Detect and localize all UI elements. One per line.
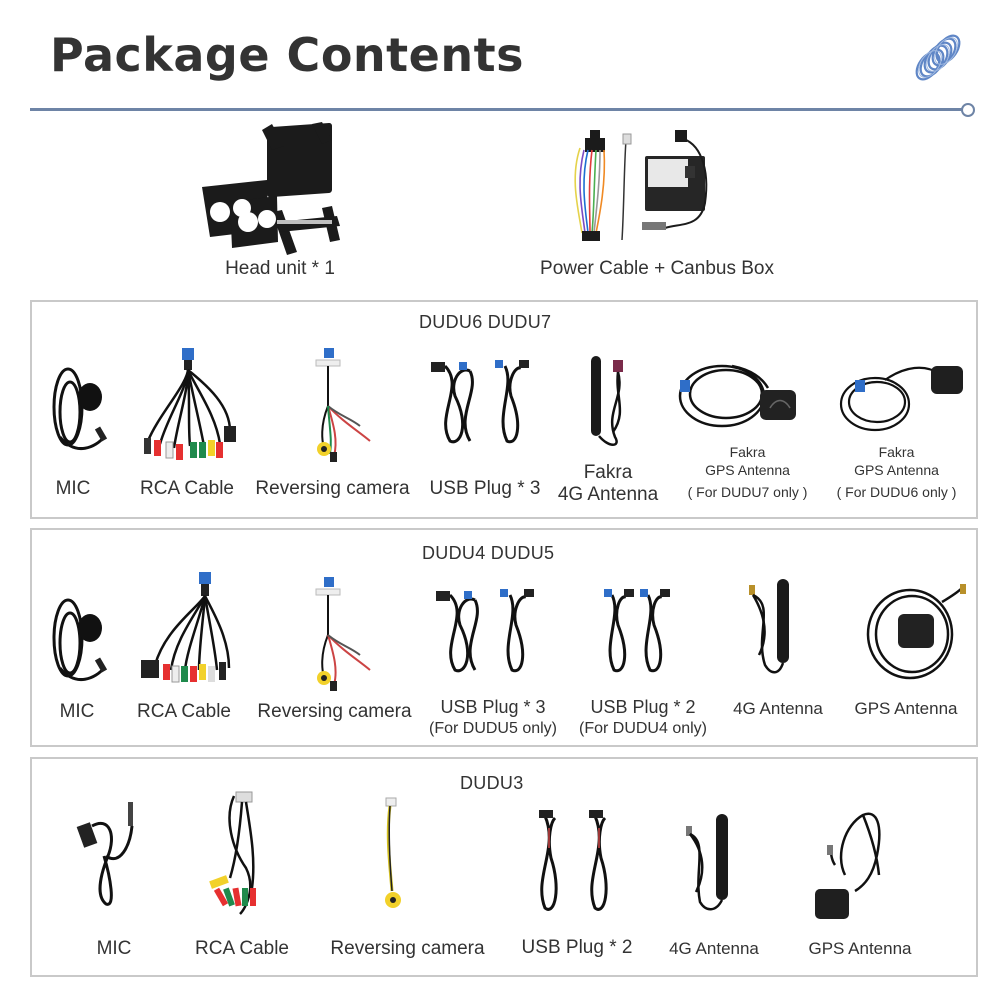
usb-cable-icon (539, 810, 608, 911)
label-line: GPS Antenna (854, 462, 939, 478)
item-label: Power Cable + Canbus Box (540, 258, 774, 279)
item-label: 4G Antenna (733, 699, 823, 718)
fakra-gps-antenna-icon (839, 366, 963, 432)
item-label: RCA Cable (140, 478, 234, 499)
item-label: MIC (59, 701, 95, 722)
reversing-camera-cable-icon (315, 348, 371, 462)
reversing-camera-cable-icon (385, 797, 401, 908)
reversing-camera-cable-icon (315, 577, 371, 691)
item-label: Head unit * 1 (225, 258, 335, 279)
fakra-gps-antenna-icon (678, 364, 796, 428)
microphone-icon (52, 367, 108, 450)
item-label: MIC (55, 478, 91, 499)
rca-cable-icon (209, 791, 256, 915)
usb-cable-icon (431, 360, 529, 444)
header-divider (30, 108, 962, 111)
label-line: USB Plug * 3 (440, 697, 546, 717)
label-line: Fakra (729, 444, 766, 460)
4g-antenna-icon (749, 579, 789, 674)
4g-antenna-icon (686, 814, 728, 911)
section-title: DUDU6 DUDU7 (419, 312, 552, 332)
label-line: (For DUDU4 only) (578, 720, 707, 737)
item-label: USB Plug * 3 (429, 478, 541, 499)
label-line: GPS Antenna (705, 462, 790, 478)
divider-end-circle (961, 103, 975, 117)
label-line: ( For DUDU7 only ) (687, 484, 808, 500)
head-unit-frame-icon (202, 122, 340, 255)
item-label: Fakra 4G Antenna (553, 462, 663, 506)
item-label: GPS Antenna (854, 699, 958, 718)
coil-spring-icon (915, 34, 961, 81)
microphone-icon (52, 598, 108, 681)
label-line: USB Plug * 2 (590, 697, 696, 717)
section-dudu4-dudu5 (30, 528, 978, 747)
item-label: Reversing camera (255, 478, 410, 499)
usb-cable-icon (604, 589, 670, 673)
item-label: Reversing camera (257, 701, 412, 722)
page-title: Package Contents (50, 28, 524, 82)
fakra-4g-antenna-icon (591, 356, 623, 446)
label-line: (For DUDU5 only) (428, 720, 557, 737)
rca-cable-icon (141, 572, 231, 683)
gps-antenna-icon (866, 584, 966, 680)
item-label: Fakra GPS Antenna ( For DUDU6 only ) (829, 443, 964, 501)
label-line: Fakra (878, 444, 915, 460)
item-label: USB Plug * 2 (521, 937, 633, 958)
item-label: USB Plug * 2 (For DUDU4 only) (568, 697, 718, 739)
usb-cable-icon (436, 589, 534, 673)
item-label: Fakra GPS Antenna ( For DUDU7 only ) (680, 443, 815, 501)
section-dudu3 (30, 757, 978, 977)
rca-cable-icon (144, 348, 236, 460)
item-label: RCA Cable (195, 938, 289, 959)
label-line: Fakra (583, 462, 633, 483)
label-line: ( For DUDU6 only ) (836, 484, 957, 500)
item-label: USB Plug * 3 (For DUDU5 only) (418, 697, 568, 739)
item-label: GPS Antenna (808, 939, 912, 958)
section-title: DUDU4 DUDU5 (422, 543, 555, 563)
item-label: Reversing camera (330, 938, 485, 959)
item-label: MIC (96, 938, 132, 959)
item-label: 4G Antenna (669, 939, 759, 958)
item-label: RCA Cable (137, 701, 231, 722)
section-title: DUDU3 (460, 773, 524, 793)
label-line: 4G Antenna (557, 484, 659, 505)
microphone-icon (76, 802, 134, 906)
gps-antenna-icon (815, 812, 881, 919)
power-cable-canbus-icon (574, 130, 708, 241)
